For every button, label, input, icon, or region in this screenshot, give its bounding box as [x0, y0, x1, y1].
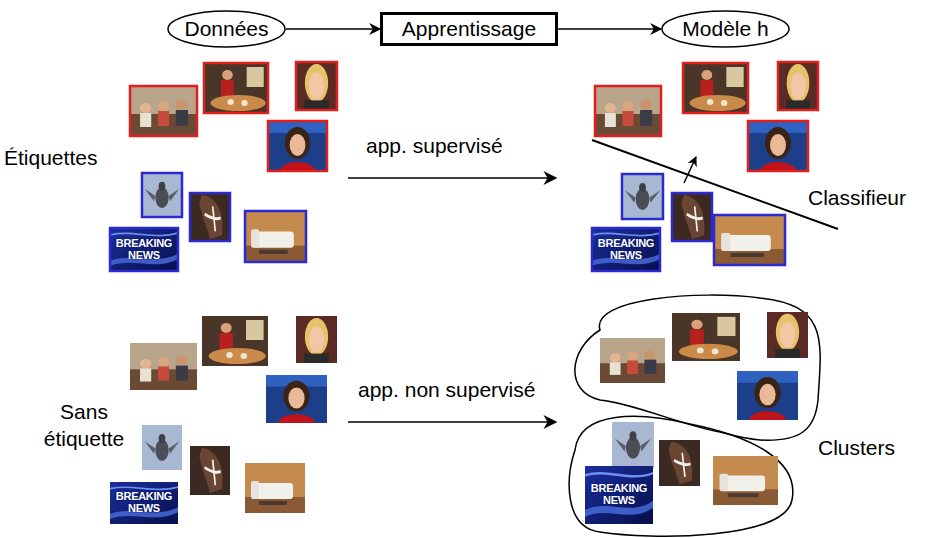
- node-label: Modèle h: [682, 17, 768, 41]
- model-ellipse: Modèle h: [661, 10, 790, 48]
- unlabelled-images: [110, 316, 337, 524]
- classifier-label: Classifieur: [808, 186, 906, 210]
- news-caption: BREAKING NEWS: [592, 238, 660, 261]
- classifier-line: [592, 140, 838, 229]
- clustered-images: [585, 312, 808, 524]
- news-banner: BREAKING NEWS: [592, 228, 660, 271]
- group-label: Sans étiquette: [34, 398, 134, 453]
- news-banner: BREAKING NEWS: [585, 466, 653, 524]
- flow-arrow: [558, 28, 661, 30]
- labelled-images: [110, 62, 337, 271]
- news-banner: BREAKING NEWS: [110, 482, 178, 524]
- process-box: Apprentissage: [380, 12, 558, 46]
- arrow-label: app. supervisé: [366, 134, 503, 158]
- news-caption: BREAKING NEWS: [585, 483, 653, 506]
- learning-arrow: [348, 421, 556, 423]
- news-banner: BREAKING NEWS: [110, 228, 178, 271]
- group-label: Étiquettes: [4, 146, 97, 170]
- flow-arrow: [286, 28, 380, 30]
- classified-images: [592, 62, 818, 271]
- learning-arrow: [348, 177, 556, 179]
- cluster-label: Clusters: [818, 436, 895, 460]
- news-caption: BREAKING NEWS: [110, 491, 178, 514]
- normal-arrow: [684, 157, 696, 183]
- arrow-label: app. non supervisé: [358, 378, 535, 402]
- node-label: Données: [184, 17, 268, 41]
- news-caption: BREAKING NEWS: [110, 238, 178, 261]
- node-label: Apprentissage: [402, 17, 536, 41]
- cluster-outline: [569, 416, 793, 536]
- data-ellipse: Données: [167, 10, 286, 48]
